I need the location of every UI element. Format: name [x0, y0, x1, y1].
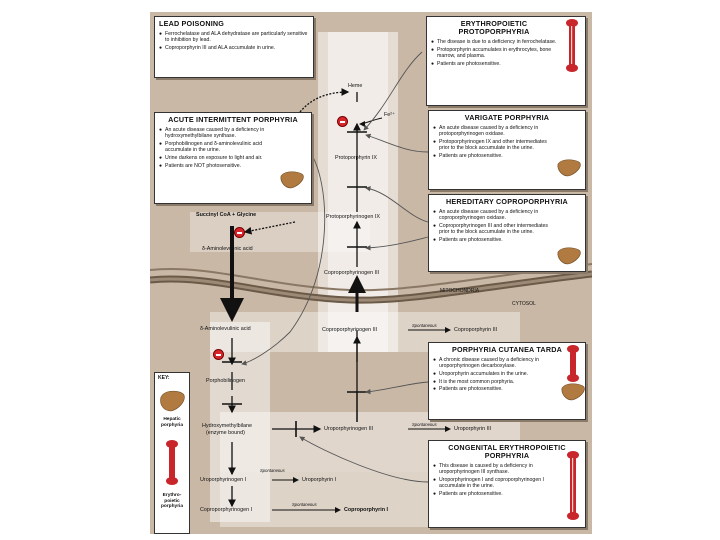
epp-title: ERYTHROPOIETIC PROTOPORPHYRIA	[458, 19, 530, 36]
inhibitor-icon-ferrochelatase	[337, 116, 348, 127]
aip-bullet-4: Patients are NOT photosensitive.	[159, 163, 281, 169]
key-hepatic-label: Hepatic porphyria	[160, 417, 184, 428]
pct-bullet-1: A chronic disease caused by a deficiency…	[433, 357, 557, 369]
cep-bullet-1: This disease is caused by a deficiency i…	[433, 463, 557, 475]
label-mitochondria: MITOCHONDRIA	[440, 288, 480, 294]
label-uro-iii: Uroporphyrinogen III	[324, 426, 374, 432]
label-spontaneous-3: Spontaneous	[260, 468, 285, 473]
hcp-bullet-3: Patients are photosensitive.	[433, 237, 557, 243]
label-protoporphyrin-ix: Protoporphyrin IX	[335, 155, 377, 161]
label-fe: Fe²⁺	[384, 112, 395, 118]
label-coproporphyrin-iii: Coproporphyrin III	[454, 327, 498, 333]
label-heme: Heme	[348, 83, 363, 89]
liver-icon-key	[160, 390, 185, 412]
aip-bullet-3: Urine darkens on exposure to light and a…	[159, 155, 281, 161]
hcp-bullet-1: An acute disease caused by a deficiency …	[433, 209, 557, 221]
inhibitor-icon-lead-mito	[234, 227, 245, 238]
epp-box: ERYTHROPOIETIC PROTOPORPHYRIA The diseas…	[426, 16, 586, 106]
vp-bullet-2: Protoporphyrinogen IX and other intermed…	[433, 139, 557, 151]
label-succinyl-glycine: Succinyl CoA + Glycine	[196, 212, 257, 218]
label-spontaneous-1: Spontaneous	[412, 323, 437, 328]
vp-bullet-3: Patients are photosensitive.	[433, 153, 557, 159]
variegate-box: VARIGATE PORPHYRIA An acute disease caus…	[428, 110, 586, 190]
label-uroporphyrin-i: Uroporphyrin I	[302, 477, 337, 483]
key-icons	[160, 390, 185, 485]
label-spontaneous-2: Spontaneous	[412, 422, 437, 427]
pct-box: PORPHYRIA CUTANEA TARDA A chronic diseas…	[428, 342, 586, 420]
pct-bullet-4: Patients are photosensitive.	[433, 386, 557, 392]
hereditary-coproporphyria-box: HEREDITARY COPROPORPHYRIA An acute disea…	[428, 194, 586, 272]
label-coproporphyrin-i: Coproporphyrin I	[344, 507, 389, 513]
epp-bullet-1: The disease is due to a deficiency in fe…	[431, 39, 559, 45]
label-porphobilinogen: Porphobilinogen	[206, 378, 245, 384]
pct-bullet-3: It is the most common porphyria.	[433, 379, 557, 385]
label-uroporphyrin-iii: Uroporphyrin III	[454, 426, 492, 432]
bone-icon-key	[166, 440, 178, 485]
aip-title: ACUTE INTERMITTENT PORPHYRIA	[168, 115, 298, 124]
label-copro-i: Coproporphyrinogen I	[200, 507, 253, 513]
lead-bullet-1: Ferrochelatase and ALA dehydratase are p…	[159, 31, 309, 43]
vp-bullet-1: An acute disease caused by a deficiency …	[433, 125, 557, 137]
aip-box: ACUTE INTERMITTENT PORPHYRIA An acute di…	[154, 112, 312, 204]
lead-poisoning-title: LEAD POISONING	[159, 19, 225, 28]
cep-bullet-3: Patients are photosensitive.	[433, 491, 557, 497]
label-spontaneous-4: Spontaneous	[292, 502, 317, 507]
porphyria-pathway-figure: LEAD POISONING Ferrochelatase and ALA de…	[150, 12, 592, 534]
key-box: KEY: Hepatic porphyria Erythro-poietic p…	[154, 372, 190, 534]
key-title: KEY:	[158, 375, 170, 381]
aip-bullet-2: Porphobilinogen and δ-aminolevulinic aci…	[159, 141, 281, 153]
epp-bullet-3: Patients are photosensitive.	[431, 61, 559, 67]
label-protoporphyrinogen-ix: Protoporphyrinogen IX	[326, 214, 380, 220]
lead-poisoning-box: LEAD POISONING Ferrochelatase and ALA de…	[154, 16, 314, 78]
cep-box: CONGENITAL ERYTHROPOIETIC PORPHYRIA This…	[428, 440, 586, 528]
label-uro-i: Uroporphyrinogen I	[200, 477, 247, 483]
lead-bullet-2: Coproporphyrin III and ALA accumulate in…	[159, 45, 309, 51]
cep-bullet-2: Uroporphyrinogen I and coproporphyrinoge…	[433, 477, 557, 489]
hcp-title: HEREDITARY COPROPORPHYRIA	[446, 197, 568, 206]
cep-title: CONGENITAL ERYTHROPOIETIC PORPHYRIA	[448, 443, 566, 460]
inhibitor-icon-ala-dehydratase	[213, 349, 224, 360]
key-erythro-label: Erythro-poietic porphyria	[160, 493, 184, 510]
aip-bullet-1: An acute disease caused by a deficiency …	[159, 127, 281, 139]
label-ala-cyto: δ-Aminolevulinic acid	[200, 326, 251, 332]
hcp-bullet-2: Coproporphyrinogen III and other interme…	[433, 223, 557, 235]
label-cytosol: CYTOSOL	[512, 301, 536, 307]
label-hydroxymethylbilane: Hydroxymethylbilane	[202, 423, 253, 429]
label-hmb-enzyme-bound: (enzyme bound)	[206, 430, 245, 436]
label-copro-iii-cyto: Coproporphyrinogen III	[322, 327, 378, 333]
vp-title: VARIGATE PORPHYRIA	[464, 113, 550, 122]
pct-title: PORPHYRIA CUTANEA TARDA	[451, 345, 562, 354]
label-ala-mito: δ-Aminolevulinic acid	[202, 246, 253, 252]
label-copro-iii-mito: Coproporphyrinogen III	[324, 270, 380, 276]
pct-bullet-2: Uroporphyrin accumulates in the urine.	[433, 371, 557, 377]
epp-bullet-2: Protoporphyrin accumulates in erythrocyt…	[431, 47, 559, 59]
